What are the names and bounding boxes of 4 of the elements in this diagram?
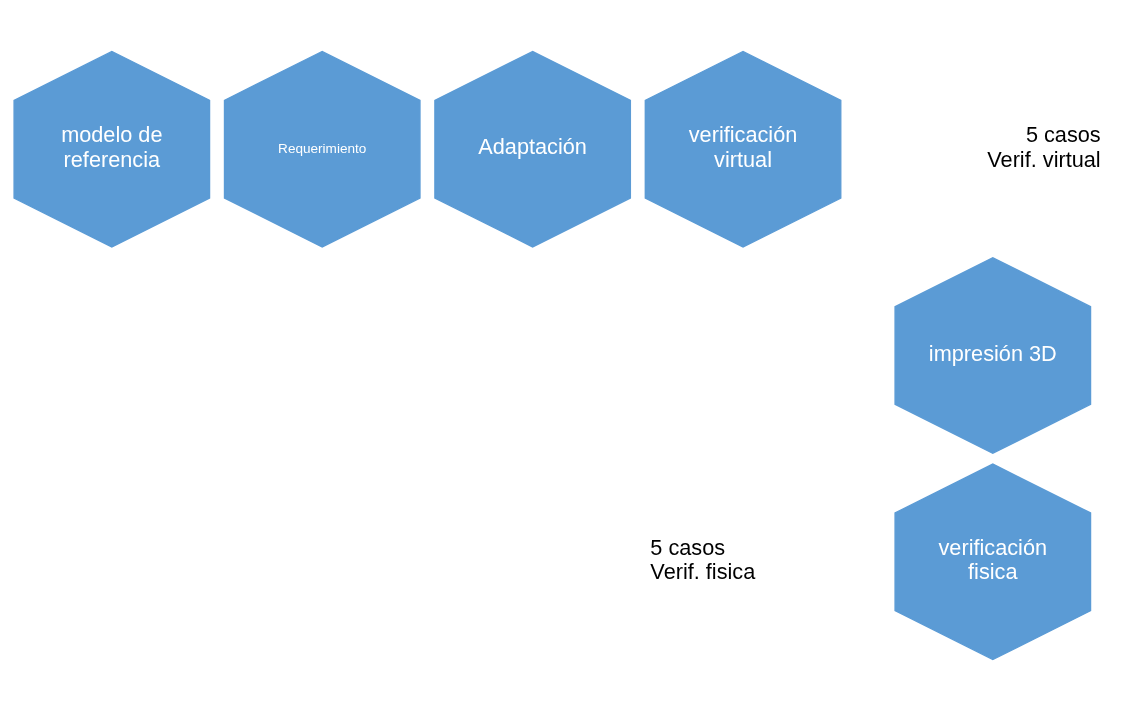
node-label: 5 casos	[1025, 122, 1101, 148]
node-label: Verif. virtual	[987, 146, 1101, 172]
node-label: Verif. fisica	[650, 559, 756, 585]
node-label: 5 casos	[650, 534, 726, 560]
